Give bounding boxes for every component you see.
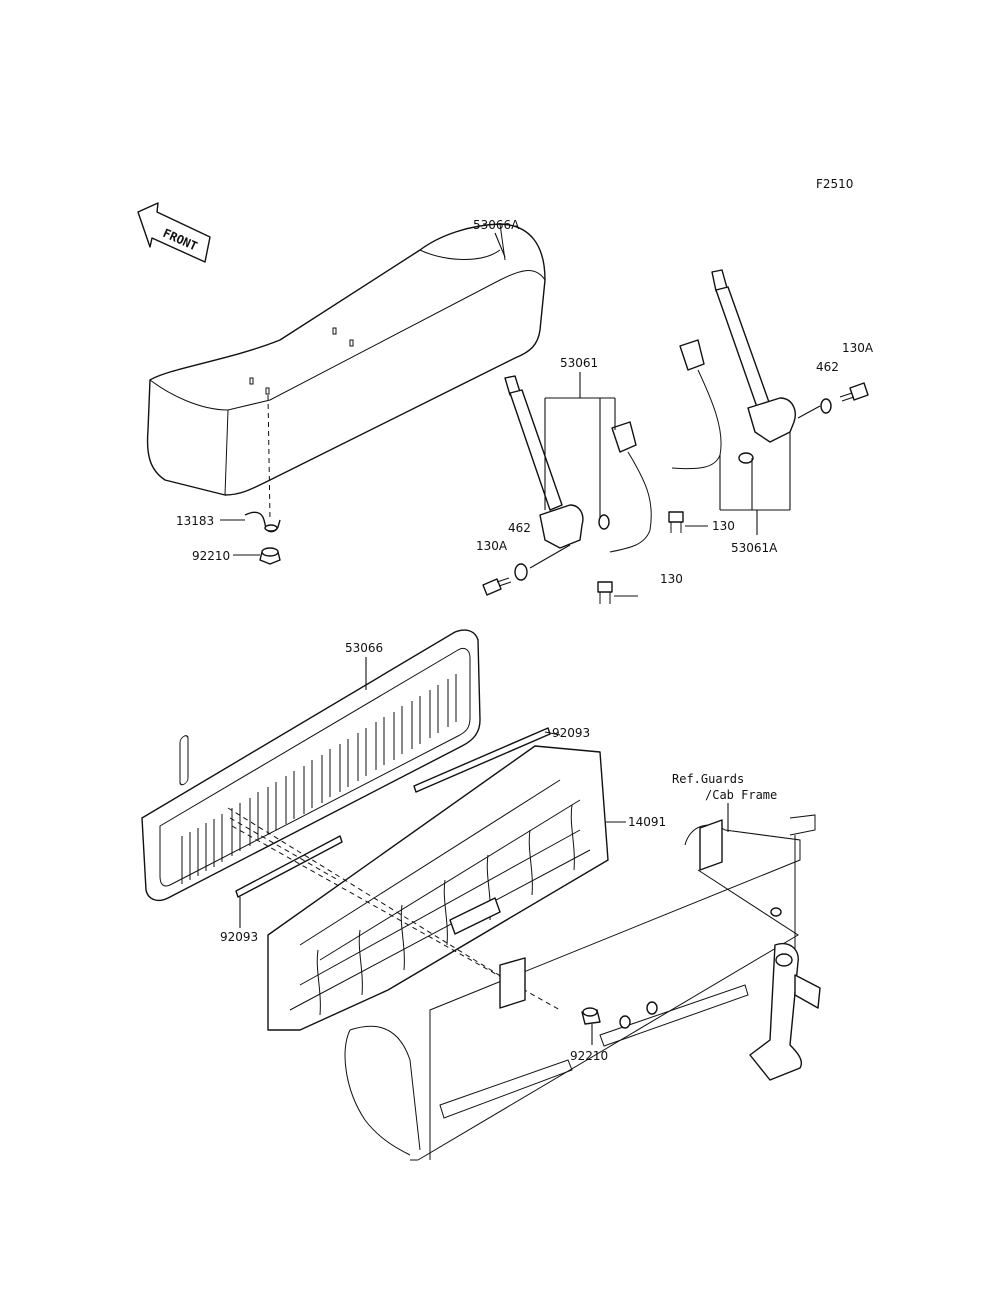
label-ref-guards: Ref.Guards [672,772,744,786]
backrest [141,629,481,902]
label-ref-cab-frame: /Cab Frame [705,788,777,802]
label-53061: 53061 [560,356,598,370]
label-462-left: 462 [508,521,531,535]
label-13183: 13183 [176,514,214,528]
seat-belt-right [671,269,796,470]
label-462-right: 462 [816,360,839,374]
strip-92093-upper [413,727,551,793]
label-130a-right: 130A [842,341,874,355]
label-53066: 53066 [345,641,383,655]
label-92093-lower: 92093 [220,930,258,944]
label-92093-upper: 92093 [552,726,590,740]
label-130-upper: 130 [712,519,735,533]
nut-92210-top [259,547,281,565]
bolt-130a-left [482,577,512,596]
label-130-lower: 130 [660,572,683,586]
clamp-13183 [244,511,281,533]
bolt-130-upper [668,511,684,533]
strip-92093-lower [235,835,343,898]
front-arrow-icon: FRONT [137,202,211,263]
label-92210-top: 92210 [192,549,230,563]
nut-92210-bottom [581,1007,601,1025]
washer-462-left [514,563,528,581]
seat-belt-left [504,375,652,553]
figure-code: F2510 [816,177,853,191]
back-panel [267,745,609,1031]
label-130a-left: 130A [476,539,508,553]
label-53061a: 53061A [731,541,778,555]
washer-462-right [820,398,832,414]
label-14091: 14091 [628,815,666,829]
bolt-130a-right [839,382,869,402]
seat-cushion [146,223,546,521]
label-53066a: 53066A [473,218,520,232]
bolt-130-lower [597,581,613,604]
cab-frame [344,814,821,1161]
